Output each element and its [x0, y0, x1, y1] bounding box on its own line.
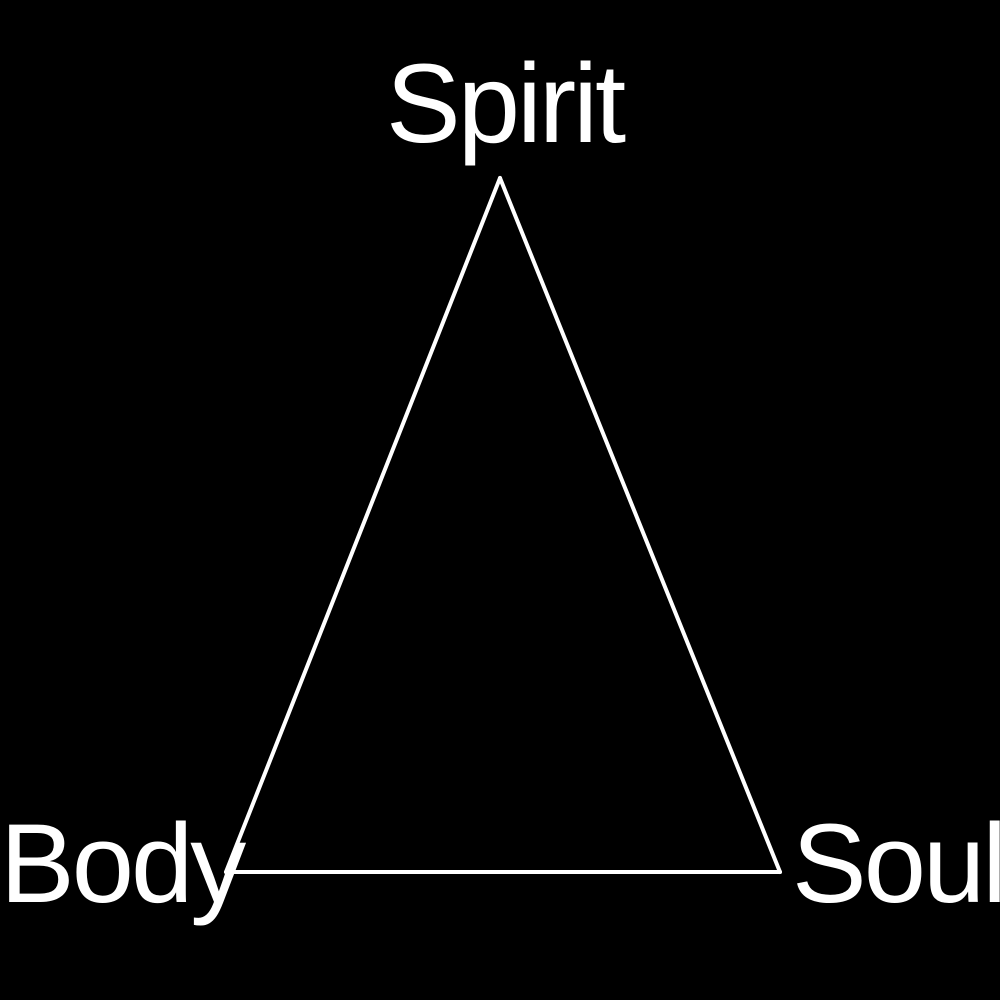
- node-label-spirit: Spirit: [386, 41, 626, 166]
- edge-soul-spirit: [498, 176, 782, 874]
- edge-spirit-body: [224, 176, 502, 874]
- node-label-soul: Soul: [792, 801, 1000, 926]
- node-label-body: Body: [0, 801, 246, 926]
